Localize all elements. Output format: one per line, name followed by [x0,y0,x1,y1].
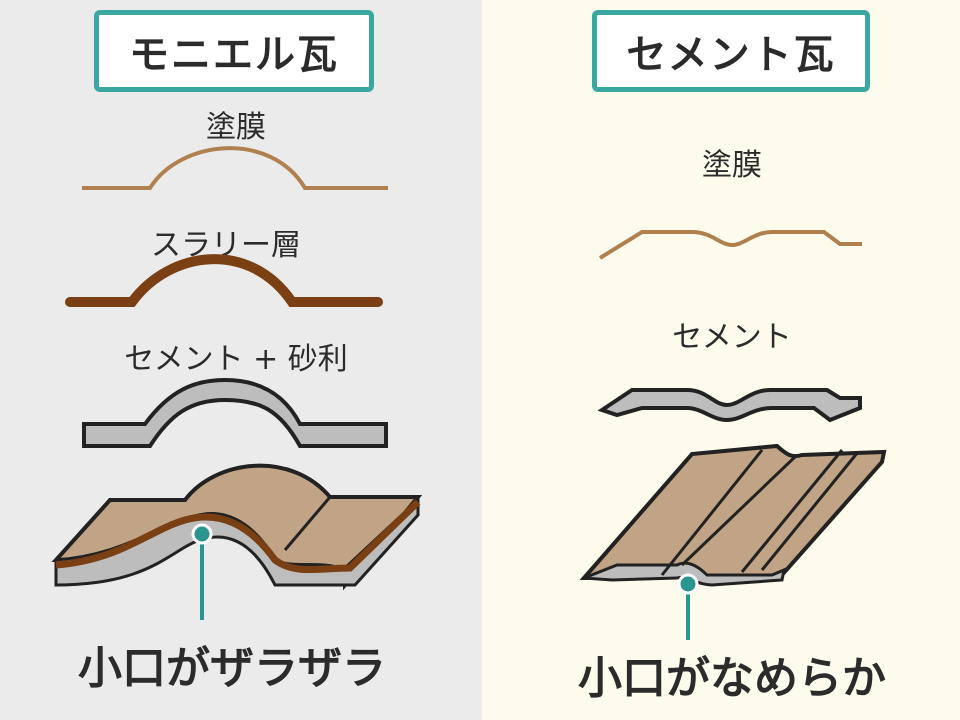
coating-layer-shape [598,230,862,260]
monier-tile-title: モニエル瓦 [94,10,374,92]
rough-edge-caption: 小口がザラザラ [78,643,386,694]
cement-tile-3d [579,443,887,587]
cement-gravel-shape [82,377,388,448]
monier-tile-3d [51,463,423,591]
monier-tile-illustration [51,146,423,620]
cement-shape [597,388,862,423]
slurry-layer-shape [65,254,383,307]
pointer-dot [191,523,213,545]
pointer-dot [677,573,699,595]
coating-label: 塗膜 [206,110,266,145]
coating-label: 塗膜 [702,148,762,183]
cement-tile-title: セメント瓦 [592,10,870,92]
coating-layer-shape [82,146,388,190]
smooth-edge-caption: 小口がなめらか [578,653,886,704]
monier-tile-panel: モニエル瓦 塗膜 スラリー層 セメント + 砂利 小口がザラザラ [0,0,482,720]
cement-tile-panel: セメント瓦 塗膜 セメント 小口がなめらか [482,0,960,720]
cement-tile-illustration [579,230,887,640]
cement-label: セメント [672,320,792,355]
cement-gravel-label: セメント + 砂利 [124,342,348,377]
